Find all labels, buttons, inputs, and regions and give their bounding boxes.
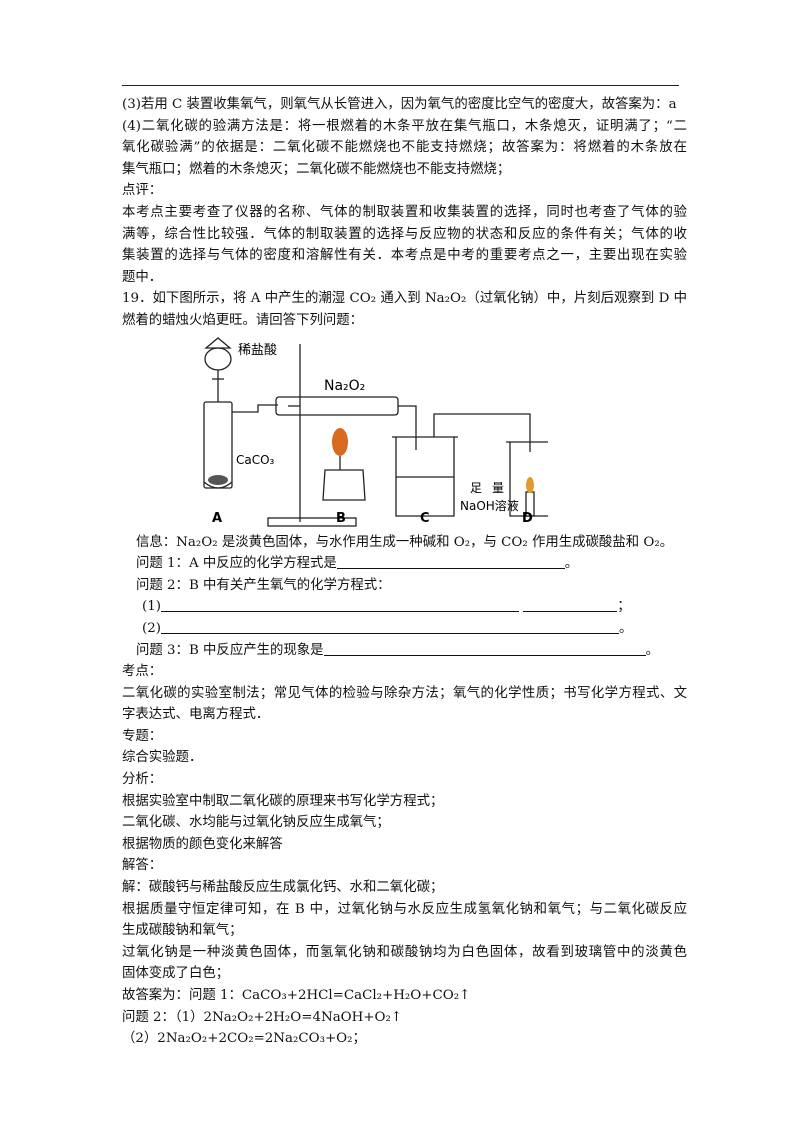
fenxi-label: 分析： [122,772,163,788]
question-19-problem-3: 问题 3：B 中反应产生的现象是 。 [122,640,687,662]
label-naoh-solution: NaOH溶液 [460,498,519,513]
kaodian-label: 考点： [122,664,163,680]
item-1-blank-extra[interactable] [523,597,618,613]
answer-18-part-3: (3)若用 C 装置收集氧气，则氧气从长管进入，因为氧气的密度比空气的密度大，故… [122,97,677,112]
jieda-line-2: 根据质量守恒定律可知，在 B 中，过氧化钠与水反应生成氢氧化钠和氧气；与二氧化碳… [122,901,687,917]
candle-flame [526,476,534,493]
problem-3-end: 。 [645,642,659,658]
alcohol-lamp [322,468,366,501]
label-zu: 足 [470,481,482,495]
answer-line-2: 问题 2：（1）2Na₂O₂+2H₂O=4NaOH+O₂↑ [122,1009,403,1025]
page-content: (3)若用 C 装置收集氧气，则氧气从长管进入，因为氧气的密度比空气的密度大，故… [122,94,687,1050]
label-na2o2: Na₂O₂ [324,378,365,394]
zhuanti-label: 专题： [122,728,163,744]
tube-a-to-b [232,403,278,413]
label-caco3: CaCO₃ [236,453,275,467]
item-1-blank-main[interactable] [160,597,519,613]
question-19-stem-line-1: 19．如下图所示，将 A 中产生的潮湿 CO₂ 通入到 Na₂O₂（过氧化钠）中… [122,291,687,307]
label-d: D [522,511,533,526]
label-c: C [420,511,430,526]
item-2-label: (2) [142,620,161,636]
funnel-bulb [204,346,232,371]
question-19-problem-1: 问题 1：A 中反应的化学方程式是 。 [122,553,687,575]
item-1-label: (1) [142,599,161,615]
zhuanti-text: 综合实验题． [122,750,203,766]
answer-18-part-4-line-1: (4)二氧化碳的验满方法是：将一根燃着的木条平放在集气瓶口，木条熄灭，证明满了；… [122,118,687,134]
problem-1-end: 。 [564,556,579,572]
apparatus-figure: 稀盐酸 Na₂O₂ CaCO₃ 足 量 NaOH溶液 A B C D [122,332,687,532]
label-liang: 量 [492,481,504,495]
jieda-line-3: 生成碳酸钠和氧气； [122,923,243,939]
question-19-problem-2-item-1: (1) ； [122,596,687,618]
label-a: A [212,511,222,526]
item-2-blank[interactable] [160,619,619,634]
label-dilute-hcl: 稀盐酸 [238,343,277,358]
fenxi-line-2: 二氧化碳、水均能与过氧化钠反应生成氧气； [122,815,390,831]
review-line-4: 题中． [122,269,163,285]
kaodian-line-2: 字表达式、电离方程式． [122,707,270,723]
answer-18-part-4-line-3: 集气瓶口；燃着的木条熄灭；二氧化碳不能燃烧也不能支持燃烧； [122,161,511,177]
review-line-3: 集装置的选择与气体的密度和溶解性有关．本考点是中考的重要考点之一，主要出现在实验 [122,248,687,264]
answer-line-3: （2）2Na₂O₂+2CO₂=2Na₂CO₃+O₂； [122,1031,366,1047]
review-label: 点评： [122,183,163,199]
caco3-solid [208,474,228,485]
item-1-end: ； [617,599,631,615]
tube-b-to-c [398,404,417,450]
review-line-1: 本考点主要考查了仪器的名称、气体的制取装置和收集装置的选择，同时也考查了气体的验 [122,204,687,220]
question-19-problem-2-item-2: (2) 。 [122,618,687,640]
lamp-flame [332,427,348,456]
review-line-2: 满等，综合性比较强．气体的制取装置的选择与反应物的状态和反应的条件有关；气体的收 [122,226,687,242]
problem-3-blank-2[interactable] [499,641,646,656]
jieda-line-4: 过氧化钠是一种淡黄色固体，而氢氧化钠和碳酸钠均为白色固体，故看到玻璃管中的淡黄色 [122,944,687,960]
problem-1-prefix: 问题 1：A 中反应的化学方程式是 [136,556,337,572]
label-b: B [336,511,346,526]
problem-3-blank-1[interactable] [323,641,500,656]
apparatus-diagram: 稀盐酸 Na₂O₂ CaCO₃ 足 量 NaOH溶液 A B C D [203,336,548,527]
problem-1-blank[interactable] [336,554,565,570]
question-19-problem-2: 问题 2：B 中有关产生氧气的化学方程式： [136,577,391,593]
fenxi-line-1: 根据实验室中制取二氧化碳的原理来书写化学方程式； [122,793,444,809]
jieda-line-1: 解：碳酸钙与稀盐酸反应生成氯化钙、水和二氧化碳； [122,880,444,896]
iron-stand-base [267,516,357,527]
kaodian-line-1: 二氧化碳的实验室制法；常见气体的检验与除杂方法；氧气的化学性质；书写化学方程式、… [122,685,687,701]
answer-line-1: 故答案为：问题 1：CaCO₃+2HCl=CaCl₂+H₂O+CO₂↑ [122,988,471,1003]
answer-18-part-4-line-2: 氧化碳验满”的依据是：二氧化碳不能燃烧也不能支持燃烧；故答案为：将燃着的木条放在 [122,140,687,156]
test-tube-bottom [203,481,233,489]
tube-c-to-d [433,412,531,452]
fenxi-line-3: 根据物质的颜色变化来解答 [122,836,283,852]
problem-3-prefix: 问题 3：B 中反应产生的现象是 [136,642,324,658]
question-19-info: 信息：Na₂O₂ 是淡黄色固体，与水作用生成一种碱和 O₂，与 CO₂ 作用生成… [136,534,674,550]
jieda-label: 解答： [122,858,163,874]
item-2-end: 。 [618,620,633,636]
jieda-line-5: 固体变成了白色； [122,966,230,982]
funnel-top [204,336,232,349]
header-rule [122,85,679,86]
question-19-stem-line-2: 燃着的蜡烛火焰更旺。请回答下列问题： [122,312,364,328]
